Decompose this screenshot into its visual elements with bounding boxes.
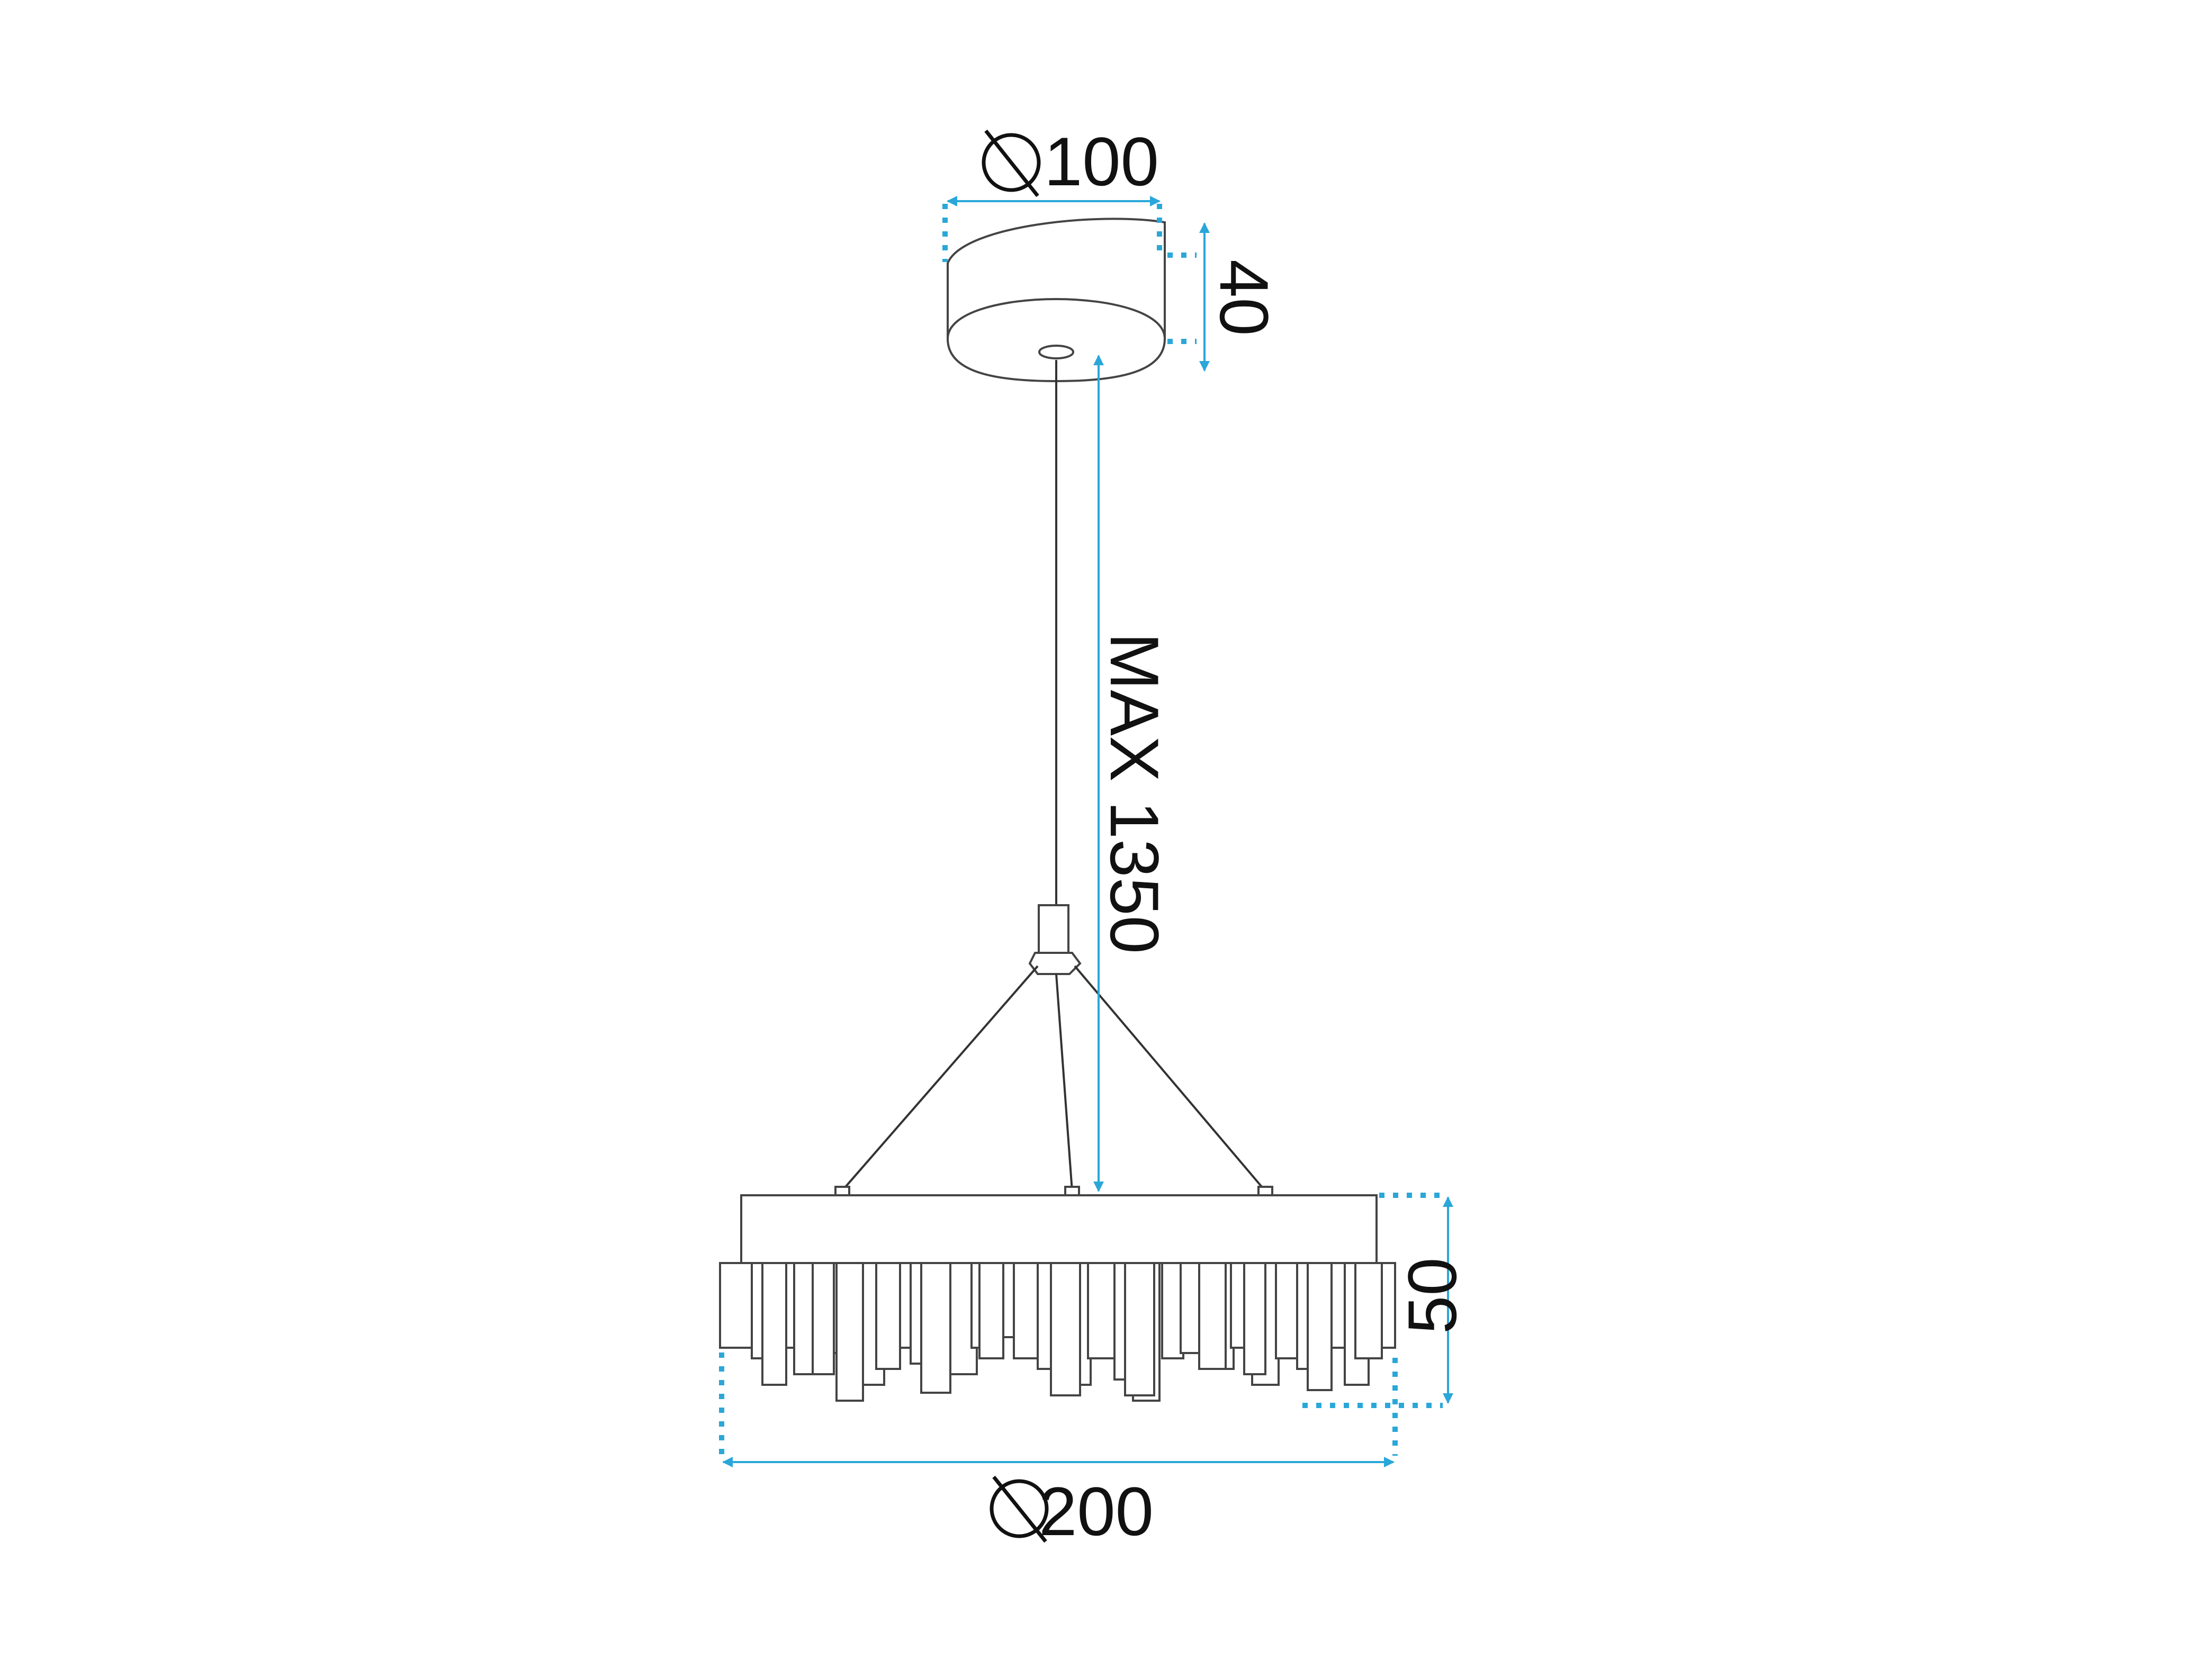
crystal-prism [1087,1262,1118,1359]
crystal-prism [920,1262,951,1394]
cable-clip-right [1257,1186,1273,1196]
crystal-prism [812,1262,835,1375]
dimension-shade-diameter: 200 [719,1353,1398,1550]
lamp-shade [740,1194,1378,1264]
crystal-prism [1307,1262,1333,1391]
dimension-max-drop: MAX 1350 [1093,355,1173,1192]
cable-center [1055,973,1073,1192]
wire-connector [1028,904,1082,975]
dimension-canopy-height: 40 [1167,222,1283,372]
crystal-prism [1124,1262,1155,1396]
cable-right [1074,965,1266,1192]
crystal-prism [875,1262,901,1370]
cable-left [841,965,1039,1192]
max-drop-value: MAX 1350 [1096,633,1173,954]
cable-clip-left [834,1186,850,1196]
diameter-icon [990,1475,1049,1543]
crystal-prism [1354,1262,1383,1359]
diameter-icon [982,129,1041,197]
crystal-prism [719,1262,753,1349]
canopy-hook [1038,345,1074,359]
canopy-height-value: 40 [1206,259,1283,336]
ceiling-canopy [946,218,1166,383]
crystal-prism [1243,1262,1266,1375]
shade-height-value: 50 [1393,1257,1471,1334]
cable-clip-center [1064,1186,1080,1196]
crystal-prism [835,1262,864,1402]
crystal-prism [761,1262,787,1386]
crystal-prism [1198,1262,1227,1370]
canopy-diameter-value: 100 [1044,123,1159,200]
connector-body [1038,904,1069,954]
canopy-sides [947,254,1166,339]
shade-diameter-value: 200 [1039,1473,1154,1550]
dimension-shade-height: 50 [1302,1193,1471,1408]
canopy-bottom [946,298,1166,383]
connector-nut [1028,952,1082,975]
crystal-prism [978,1262,1004,1359]
crystal-prism [1013,1262,1041,1359]
crystal-prism [1050,1262,1081,1396]
dimension-canopy-diameter: 100 [942,123,1162,262]
shade-frame [740,1194,1378,1264]
crystal-prisms [719,1262,1396,1402]
crystal-prism [1275,1262,1301,1359]
hanging-cables [834,965,1273,1196]
